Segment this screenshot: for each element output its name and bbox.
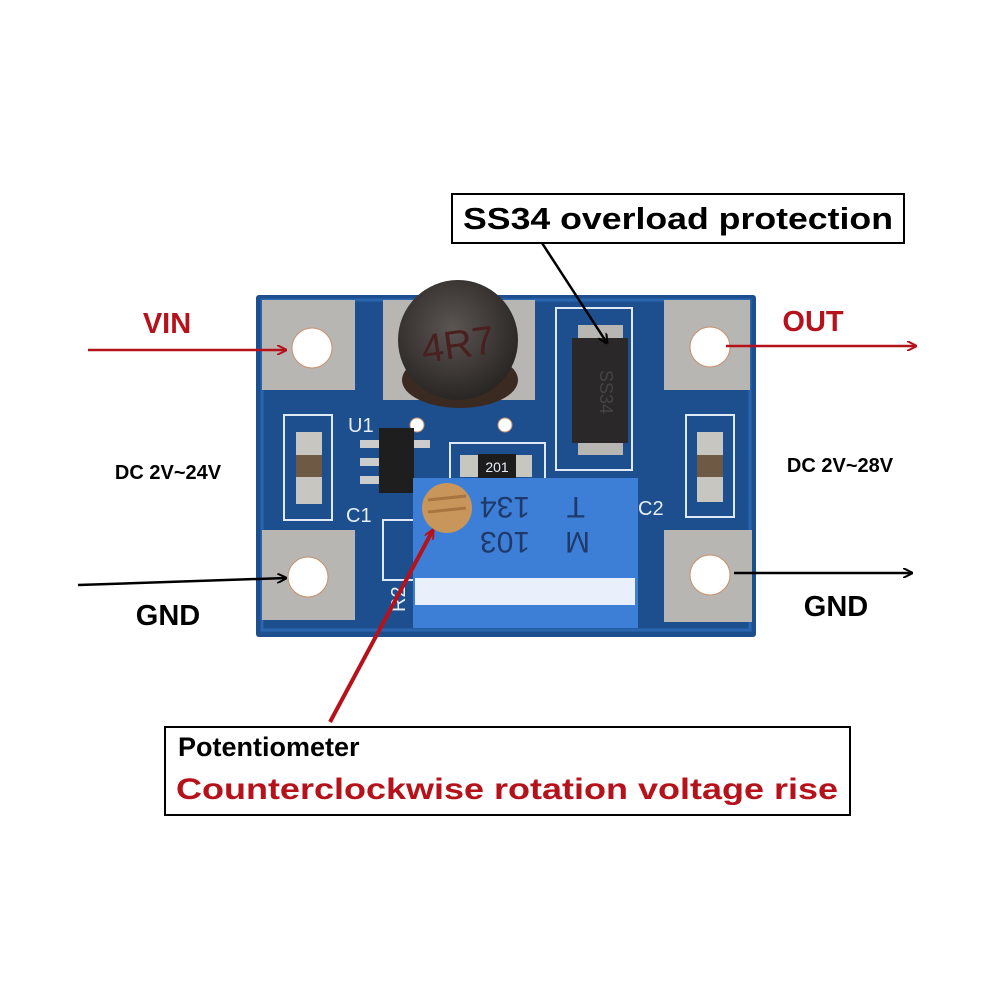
inductor-marking: 4R7 (419, 318, 498, 372)
capacitor-c1: C1 (283, 414, 372, 527)
label-gnd-out: GND (804, 591, 868, 623)
inductor: 4R7 (383, 280, 535, 408)
arrow-potentiometer (328, 530, 435, 723)
callout-diode-text: SS34 overload protection (463, 201, 893, 236)
label-out: OUT (782, 306, 844, 338)
pot-marking-134: 134 (480, 490, 530, 523)
label-gnd-in: GND (136, 600, 200, 632)
label-c2: C2 (638, 498, 664, 520)
pad-vin (262, 300, 355, 390)
pad-gnd-out (664, 530, 752, 622)
callout-diode: SS34 overload protection (451, 193, 905, 244)
diode-marking: SS34 (596, 370, 616, 414)
label-u1: U1 (348, 415, 374, 437)
resistor-201: 201 (449, 442, 546, 489)
potentiometer: 103 M 134 T (413, 478, 638, 628)
capacitor-c2: C2 (638, 414, 735, 520)
pot-marking-m: M (565, 525, 590, 558)
callout-pot-title: Potentiometer (178, 732, 360, 762)
pot-marking-t: T (567, 490, 585, 523)
label-output-range: DC 2V~28V (787, 455, 894, 477)
pad-gnd-in (262, 530, 355, 620)
arrow-gnd-in (77, 578, 286, 587)
label-input-range: DC 2V~24V (115, 462, 222, 484)
pot-marking-103: 103 (480, 525, 530, 558)
callout-potentiometer: Potentiometer Counterclockwise rotation … (164, 726, 851, 816)
arrow-diode (540, 242, 607, 343)
label-vin: VIN (143, 308, 191, 340)
label-c1: C1 (346, 505, 372, 527)
ic-u1: U1 (348, 415, 430, 493)
callout-pot-note: Counterclockwise rotation voltage rise (176, 773, 838, 806)
resistor-marking: 201 (485, 459, 509, 475)
